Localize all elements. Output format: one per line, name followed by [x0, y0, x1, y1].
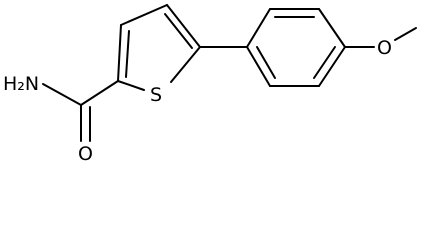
bond-ar-4 — [318, 46, 346, 87]
bond-c4-c5 — [166, 4, 201, 48]
bond-c2-c3-inner — [125, 30, 130, 78]
amine-label: H₂N — [3, 73, 39, 95]
bond-ar-3 — [318, 8, 346, 48]
ether-oxygen-label: O — [377, 37, 392, 59]
bond-ar-6-inner — [256, 46, 276, 79]
chemical-structure-diagram: H₂N O S O — [3, 4, 417, 165]
bond-carbonyl-c-to-ring — [80, 80, 119, 106]
carboxamide-group — [42, 80, 119, 142]
methoxy-group — [344, 27, 417, 48]
benzene-ring — [246, 8, 346, 87]
bond-c4-c5-inner — [164, 13, 193, 49]
bond-ar-1 — [246, 8, 271, 48]
bond-n-to-carbonyl-c — [42, 83, 82, 106]
bond-o-to-methyl — [394, 27, 417, 41]
bond-c3-c4 — [120, 4, 168, 26]
bond-c5-s — [170, 46, 201, 83]
bond-ar-6 — [246, 46, 271, 87]
thiophene-ring — [117, 4, 201, 91]
bond-s-c2 — [117, 80, 145, 91]
bond-c2-c3 — [117, 24, 122, 82]
carbonyl-oxygen-label: O — [78, 143, 93, 165]
sulfur-label: S — [150, 84, 162, 106]
bond-ar-4-inner — [313, 46, 336, 79]
